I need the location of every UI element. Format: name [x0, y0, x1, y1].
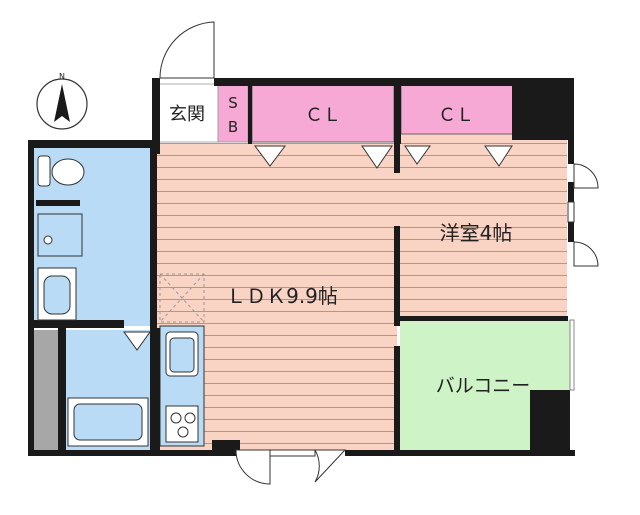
storage-gray — [33, 330, 61, 450]
toilet-fixture — [37, 155, 85, 187]
washing-machine — [37, 213, 83, 257]
closet-right — [400, 83, 514, 135]
kitchen-sink — [165, 331, 199, 377]
ldk-label: ＬＤＫ9.9帖 — [226, 284, 338, 308]
sb-label-bottom: B — [228, 118, 238, 136]
genkan-label: 玄関 — [169, 104, 205, 125]
closet-door-triangles — [254, 145, 513, 169]
sb-storage — [217, 83, 249, 143]
balcony-label: バルコニー — [436, 375, 531, 397]
closet-right-label: ＣＬ — [438, 105, 474, 126]
western-room-floor — [397, 133, 567, 316]
walls — [28, 78, 575, 456]
fridge-space — [159, 273, 205, 323]
sb-label-top: S — [228, 94, 238, 112]
bathtub — [67, 397, 149, 447]
western-room-label: 洋室4帖 — [440, 221, 513, 245]
closet-left-label: ＣＬ — [305, 105, 341, 126]
compass: N — [36, 72, 88, 130]
window-doors-bottom — [235, 449, 347, 485]
compass-north-label: N — [59, 72, 65, 81]
washbasin — [37, 267, 77, 321]
bath-door-triangle — [123, 331, 151, 351]
window-doors-right — [567, 163, 599, 267]
closet-left — [251, 83, 395, 143]
stove — [165, 405, 199, 443]
balcony-railing — [569, 319, 575, 391]
entrance-door — [159, 21, 215, 79]
